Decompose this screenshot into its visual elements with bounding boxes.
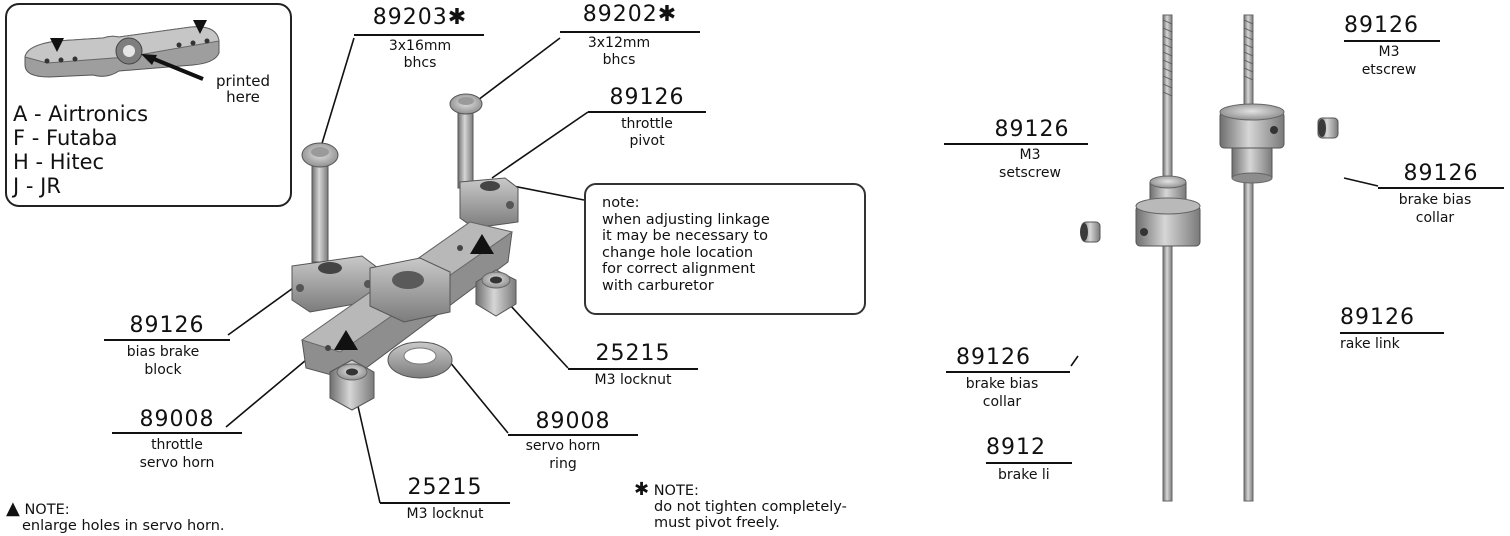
desc-89202-line2: bhcs (602, 52, 636, 68)
label-brake-link-right-number: 89126 (1340, 305, 1415, 330)
star-footnote-line1: do not tighten completely- (654, 499, 847, 515)
inset-triangle-right (193, 20, 207, 34)
rule-locknut-bottom (380, 502, 510, 504)
label-brake-link-left-line1: brake li (998, 467, 1050, 483)
label-brake-bias-collar-right-line1: brake bias (1398, 192, 1472, 208)
label-left-setscrew-number: 89126 (994, 117, 1070, 142)
rule-brake-bias-collar-left (946, 371, 1070, 373)
label-brake-link-left-number: 8912 (986, 435, 1046, 460)
star-footnote-line2: must pivot freely. (654, 515, 780, 531)
note-box: note: when adjusting linkage it may be n… (584, 183, 866, 315)
setscrew-left-drawing (1080, 221, 1101, 243)
desc-89203-line2: bhcs (403, 55, 437, 71)
brake-bias-collar-left-drawing (1135, 175, 1201, 247)
label-locknut-right-number: 25215 (595, 341, 671, 366)
label-left-setscrew-line2: setscrew (999, 165, 1061, 181)
label-brake-link-right-line1: rake link (1340, 336, 1400, 352)
rule-89203 (354, 34, 484, 36)
locknut-right-drawing (475, 269, 517, 317)
setscrew-right-drawing (1317, 117, 1339, 139)
note-line-3: change hole location (602, 244, 754, 261)
locknut-bottom-drawing (329, 359, 375, 411)
star-icon: ✱ (657, 2, 678, 27)
triangle-marker-horn-2 (334, 330, 358, 350)
triangle-footnote: ▲ NOTE: enlarge holes in servo horn. (6, 498, 346, 535)
label-locknut-bottom-line1: M3 locknut (406, 506, 484, 522)
right-leader-lines (1070, 177, 1379, 367)
label-brake-bias-collar-left-number: 89126 (956, 345, 1031, 370)
label-servo-horn-line2: servo horn (139, 455, 215, 471)
label-brake-bias-collar-left-line2: collar (982, 394, 1022, 410)
triangle-footnote-text: enlarge holes in servo horn. (22, 518, 225, 534)
label-left-setscrew-line1: M3 (1019, 147, 1041, 163)
rule-bias-brake-block (104, 339, 230, 341)
rule-left-setscrew (944, 143, 1088, 145)
inset-triangle-left (50, 38, 64, 52)
rule-brake-link-right (1340, 332, 1444, 334)
rule-right-setscrew (1344, 40, 1440, 42)
servo-horn-ring-drawing (387, 341, 453, 379)
leader-lines (225, 37, 589, 504)
label-throttle-pivot-number: 89126 (609, 85, 685, 110)
label-servo-horn-number: 89008 (139, 407, 215, 432)
printed-here-label: printed here (216, 72, 270, 106)
label-89202: 89202✱ (582, 2, 678, 27)
brake-rod-right-drawing (1243, 14, 1254, 502)
note-title: note: (602, 195, 640, 211)
rule-throttle-pivot (588, 111, 706, 113)
screw-3x12-drawing (449, 93, 483, 189)
servo-horn-drawing (300, 221, 514, 381)
star-footnote: ✱ NOTE: do not tighten completely- must … (634, 479, 964, 532)
brand-jr: J - JR (13, 174, 61, 198)
note-line-5: with carburetor (602, 277, 714, 294)
note-line-4: for correct alignment (602, 261, 756, 277)
label-servo-horn-line1: throttle (151, 437, 203, 453)
label-right-setscrew-number: 89126 (1344, 13, 1419, 38)
brake-rod-left-drawing (1162, 14, 1173, 502)
label-horn-ring-number: 89008 (535, 409, 611, 434)
label-bias-brake-block-line2: block (144, 362, 182, 378)
triangle-icon: ▲ (6, 498, 20, 519)
note-line-1: when adjusting linkage (602, 211, 770, 228)
brake-bias-collar-right-drawing (1219, 103, 1285, 184)
label-brake-bias-collar-left-line1: brake bias (965, 376, 1039, 392)
brand-list: A - Airtronics F - Futaba H - Hitec J - … (13, 102, 148, 198)
rule-89202 (560, 31, 700, 33)
brand-airtronics: A - Airtronics (13, 102, 149, 126)
note-line-2: it may be necessary to (602, 228, 768, 244)
label-horn-ring-line1: servo horn (525, 438, 601, 454)
label-89203: 89203✱ (372, 5, 468, 30)
triangle-marker-horn (470, 234, 494, 254)
label-right-setscrew-line2: etscrew (1361, 62, 1417, 78)
label-bias-brake-block-line1: bias brake (126, 344, 200, 360)
label-right-setscrew-line1: M3 (1378, 44, 1400, 60)
star-footnote-title: NOTE: (653, 483, 699, 499)
star-icon: ✱ (634, 479, 650, 500)
brand-hitec: H - Hitec (13, 150, 105, 174)
label-throttle-pivot-line2: pivot (629, 133, 665, 149)
rule-servo-horn (112, 432, 242, 434)
desc-89203-line1: 3x16mm (388, 38, 452, 54)
label-horn-ring-line2: ring (549, 456, 577, 472)
label-bias-brake-block-number: 89126 (129, 313, 205, 338)
servo-horn-marking-inset: printed here A - Airtronics F - Futaba H… (5, 3, 292, 207)
label-brake-bias-collar-right-number: 89126 (1403, 161, 1479, 186)
star-icon: ✱ (447, 5, 468, 30)
servo-horn-inset-drawing (24, 20, 220, 81)
rule-locknut-right (568, 368, 698, 370)
note-text: note: when adjusting linkage it may be n… (602, 195, 770, 294)
rule-brake-bias-collar-right (1378, 187, 1504, 189)
rule-horn-ring (508, 434, 638, 436)
label-throttle-pivot-line1: throttle (621, 116, 673, 132)
screw-3x16-drawing (301, 142, 339, 263)
rule-brake-link-left (986, 462, 1072, 464)
label-brake-bias-collar-right-line2: collar (1415, 210, 1455, 226)
label-locknut-right-line1: M3 locknut (594, 372, 672, 388)
throttle-pivot-drawing (459, 177, 519, 229)
brand-futaba: F - Futaba (13, 126, 118, 150)
triangle-footnote-title: NOTE: (24, 502, 70, 518)
label-locknut-bottom-number: 25215 (407, 475, 483, 500)
desc-89202-line1: 3x12mm (587, 35, 651, 51)
